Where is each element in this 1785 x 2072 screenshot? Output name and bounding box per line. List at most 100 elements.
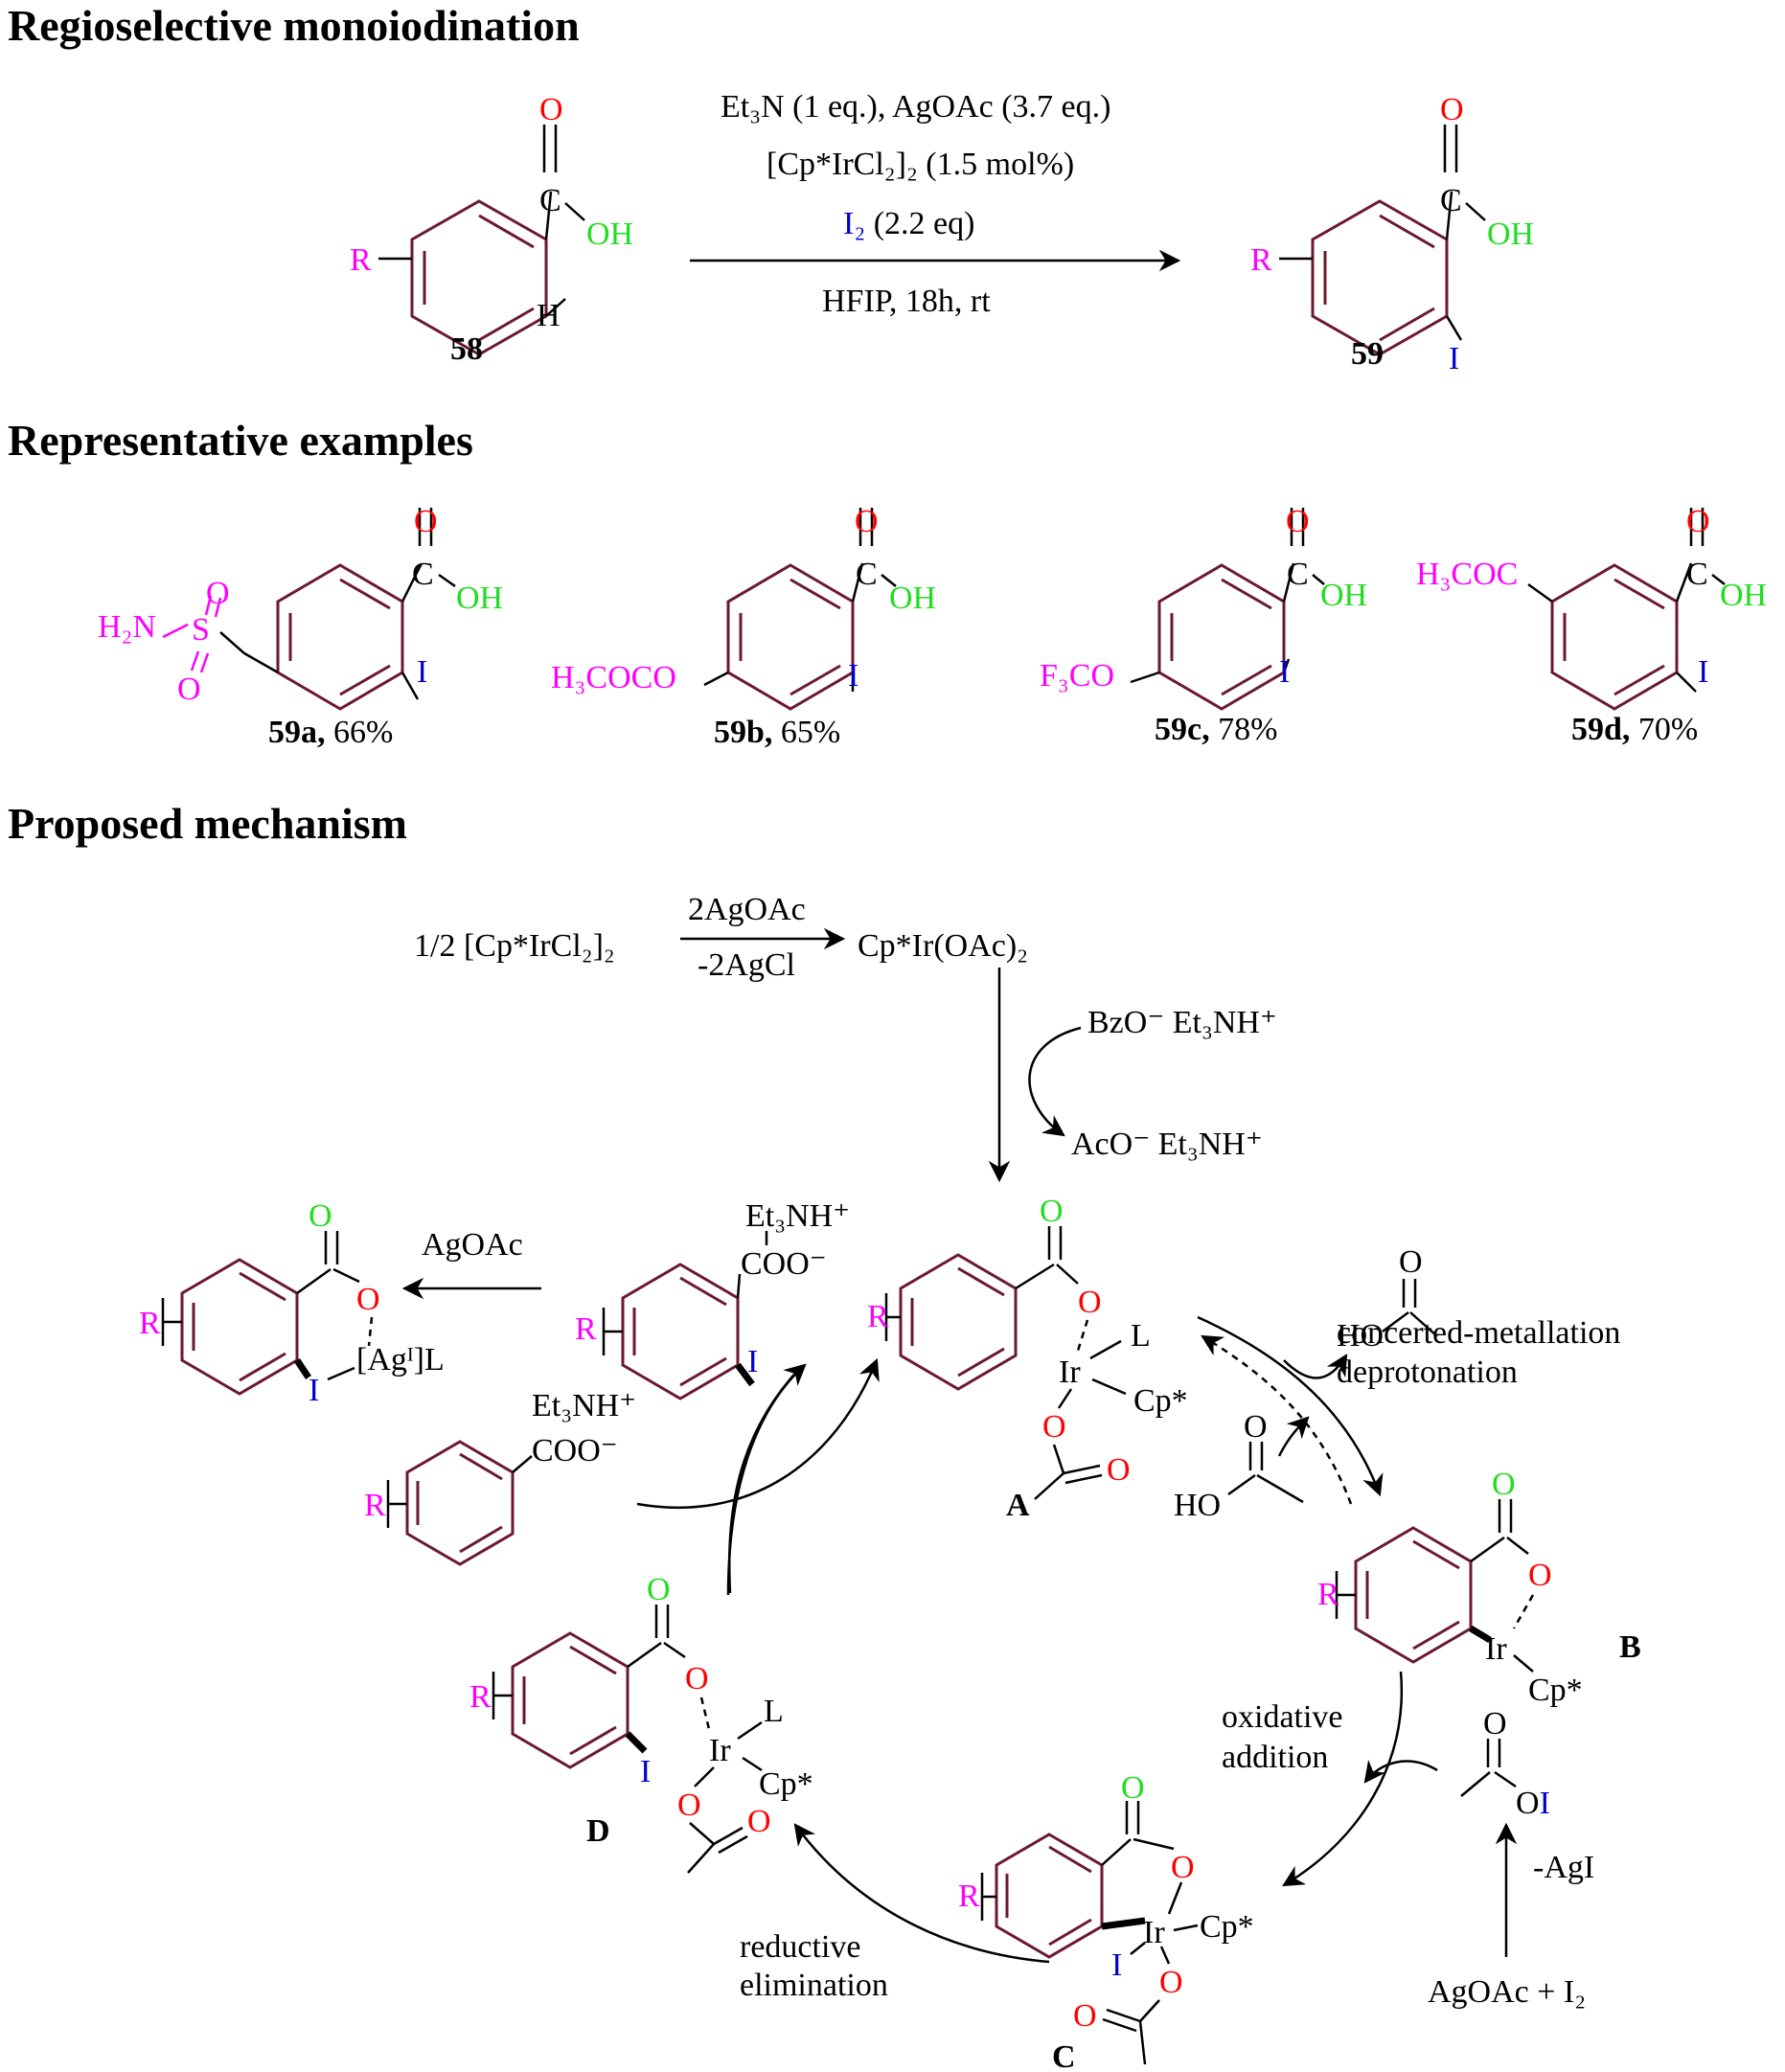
section-title-monoiodination: Regioselective monoiodination xyxy=(8,1,580,50)
svg-text:I: I xyxy=(1111,1947,1122,1983)
catalyst-activation: 1/2 [Cp*IrCl₂]₂ 2AgOAc -2AgCl Cp*Ir(OAc)… xyxy=(414,892,1277,1183)
cmd-label-1: concerted-metallation xyxy=(1337,1315,1620,1351)
svg-text:R: R xyxy=(469,1679,492,1715)
carbonyl-carbon: C xyxy=(1440,183,1462,218)
condition-catalyst: [Cp*IrCl₂]₂ (1.5 mol%) xyxy=(767,147,1074,182)
example-59b: C O OH I H₃COCO 59b, 65% xyxy=(551,504,936,750)
svg-text:O: O xyxy=(1483,1706,1507,1742)
svg-text:COO⁻: COO⁻ xyxy=(741,1246,827,1282)
example-59c-label: 59c, 78% xyxy=(1155,712,1277,747)
svg-text:O: O xyxy=(1492,1467,1516,1502)
oxidative-label-1: oxidative xyxy=(1222,1699,1343,1735)
svg-text:HO: HO xyxy=(1337,1318,1384,1354)
intermediate-C: R O O Ir Cp* I O O C xyxy=(958,1770,1254,2072)
svg-text:O: O xyxy=(747,1804,771,1839)
benzoate-salt: BzO⁻ Et₃NH⁺ xyxy=(1087,1005,1277,1040)
label-B: B xyxy=(1619,1629,1641,1665)
svg-text:O: O xyxy=(677,1787,701,1823)
svg-text:COO⁻: COO⁻ xyxy=(532,1433,618,1469)
svg-text:O: O xyxy=(647,1572,671,1607)
svg-text:R: R xyxy=(139,1306,161,1341)
acetyl-hypoiodite: O OI -AgI AgOAc + I₂ xyxy=(1428,1706,1594,2010)
svg-text:[Agᴵ]L: [Agᴵ]L xyxy=(356,1342,445,1378)
svg-text:R: R xyxy=(364,1488,386,1523)
svg-text:H₂N: H₂N xyxy=(98,609,156,645)
cmd-step: concerted-metallation deprotonation xyxy=(1197,1315,1620,1505)
svg-text:I: I xyxy=(417,654,427,690)
example-59a-label: 59a, 66% xyxy=(268,715,393,750)
svg-text:O: O xyxy=(1042,1409,1066,1445)
condition-solvent: HFIP, 18h, rt xyxy=(822,284,991,319)
svg-text:C: C xyxy=(856,557,878,592)
example-59a: C O OH I S O O H₂N 59a, 66% xyxy=(98,504,503,750)
intermediate-B: R O O Ir Cp* B xyxy=(1317,1467,1641,1708)
svg-text:OH: OH xyxy=(456,581,503,616)
label-D: D xyxy=(586,1813,610,1849)
svg-text:O: O xyxy=(1171,1850,1195,1885)
starting-material-58: R C O OH H 58 xyxy=(350,92,633,367)
oxygen: O xyxy=(539,92,563,127)
activation-reagent: 2AgOAc xyxy=(688,892,806,927)
compound-label-58: 58 xyxy=(450,331,483,367)
svg-text:R: R xyxy=(575,1311,597,1347)
silver-complex: R O O I [Agᴵ]L xyxy=(139,1198,445,1408)
acetate-salt: AcO⁻ Et₃NH⁺ xyxy=(1071,1127,1263,1162)
reaction-conditions: Et₃N (1 eq.), AgOAc (3.7 eq.) [Cp*IrCl₂]… xyxy=(690,89,1181,319)
svg-text:L: L xyxy=(764,1694,784,1729)
condition-base-oxidant: Et₃N (1 eq.), AgOAc (3.7 eq.) xyxy=(721,89,1110,125)
svg-text:Ir: Ir xyxy=(709,1733,731,1768)
intermediate-A: R O O Ir L Cp* O O A xyxy=(867,1194,1188,1523)
svg-text:O: O xyxy=(1286,504,1310,539)
compound-label-59: 59 xyxy=(1351,336,1384,372)
acetic-acid-top: HO O xyxy=(1337,1244,1438,1354)
iodine: I xyxy=(1449,341,1459,376)
svg-text:HO: HO xyxy=(1174,1488,1221,1523)
benzoate-salt-substrate: R COO⁻ Et₃NH⁺ xyxy=(364,1388,636,1566)
svg-text:O: O xyxy=(1244,1409,1268,1445)
intermediate-D: R O O I Ir L Cp* O O D xyxy=(469,1572,813,1874)
svg-text:Cp*: Cp* xyxy=(759,1766,813,1802)
svg-text:O: O xyxy=(206,576,230,611)
svg-text:Cp*: Cp* xyxy=(1133,1383,1188,1419)
svg-text:OH: OH xyxy=(1720,578,1767,613)
svg-text:C: C xyxy=(1287,557,1309,592)
svg-text:OH: OH xyxy=(1320,578,1367,613)
hydroxyl: OH xyxy=(586,216,633,252)
svg-text:F₃CO: F₃CO xyxy=(1040,658,1114,694)
reductive-elimination-step: reductive elimination xyxy=(740,1823,1050,2003)
label-C: C xyxy=(1052,2039,1076,2072)
svg-text:Cp*: Cp* xyxy=(1200,1909,1254,1945)
reductive-label-1: reductive xyxy=(740,1929,861,1965)
section-title-mechanism: Proposed mechanism xyxy=(8,799,407,848)
svg-text:Et₃NH⁺: Et₃NH⁺ xyxy=(532,1388,636,1423)
svg-text:R: R xyxy=(1317,1577,1339,1612)
activation-byproduct: -2AgCl xyxy=(698,947,795,983)
svg-text:H₃COC: H₃COC xyxy=(1416,557,1518,592)
svg-text:C: C xyxy=(1686,557,1708,592)
example-59d: C O OH I H₃COC 59d, 70% xyxy=(1416,504,1767,747)
r-group: R xyxy=(1250,242,1272,278)
section-title-examples: Representative examples xyxy=(8,416,473,465)
svg-text:I: I xyxy=(309,1373,319,1408)
reductive-label-2: elimination xyxy=(740,1968,888,2003)
oxidative-label-2: addition xyxy=(1222,1740,1328,1775)
svg-text:O: O xyxy=(309,1198,332,1234)
hydroxyl: OH xyxy=(1487,216,1534,252)
svg-text:C: C xyxy=(412,557,434,592)
svg-text:Et₃NH⁺: Et₃NH⁺ xyxy=(745,1198,850,1234)
agi-byproduct: -AgI xyxy=(1533,1850,1594,1885)
svg-text:R: R xyxy=(867,1299,889,1334)
svg-text:O: O xyxy=(1040,1194,1064,1229)
svg-text:O: O xyxy=(1686,504,1710,539)
svg-text:Ir: Ir xyxy=(1485,1631,1507,1667)
svg-text:S: S xyxy=(192,612,210,648)
oxygen: O xyxy=(1440,92,1464,127)
svg-text:R: R xyxy=(958,1878,980,1914)
svg-text:I: I xyxy=(848,658,858,694)
example-59d-label: 59d, 70% xyxy=(1571,712,1698,747)
arrow-release xyxy=(727,1367,801,1594)
svg-text:O: O xyxy=(177,672,201,707)
svg-text:H₃COCO: H₃COCO xyxy=(551,660,676,695)
svg-text:O: O xyxy=(1121,1770,1145,1806)
